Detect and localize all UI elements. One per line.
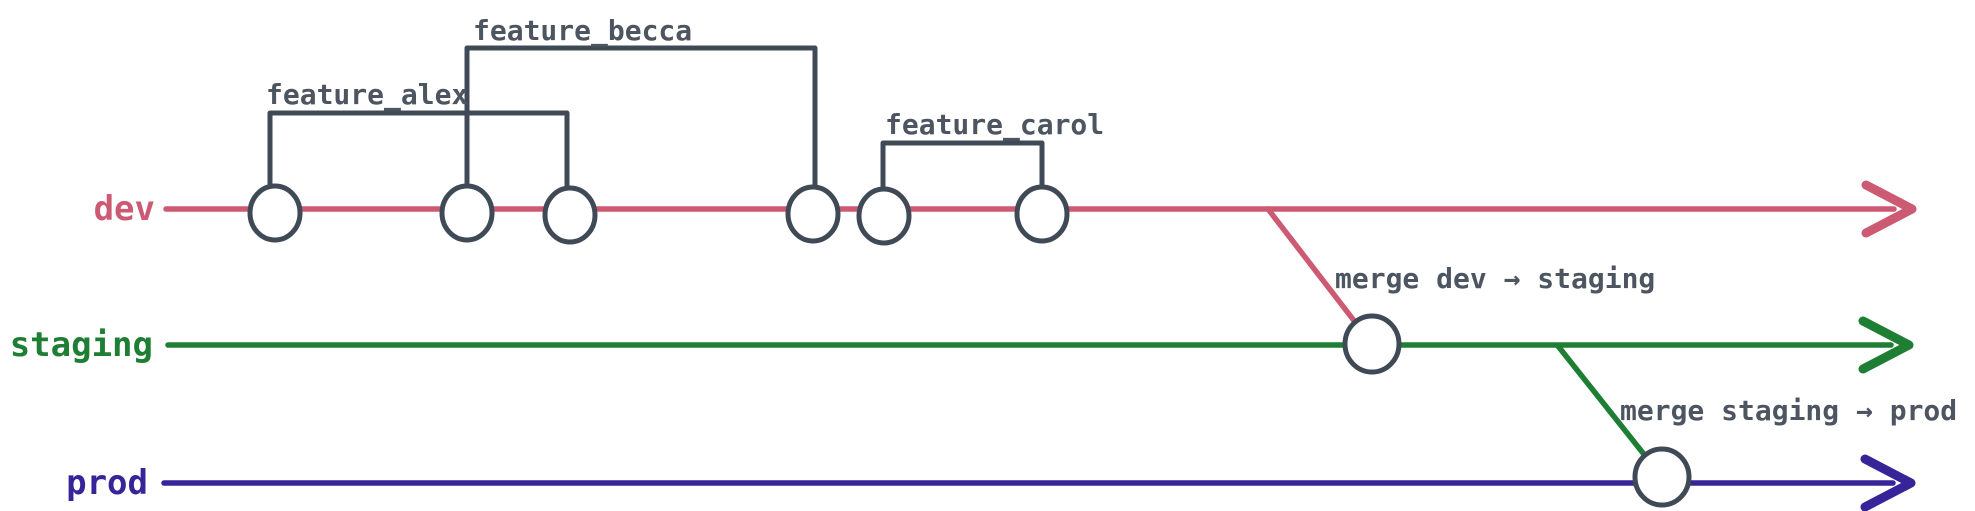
feature-branch-label-feature_becca: feature_becca <box>473 14 692 47</box>
prod-arrowhead-icon <box>1860 454 1916 511</box>
merge-commit-node-prod <box>1632 446 1692 508</box>
feature-branch-bracket-feature_becca <box>464 45 818 205</box>
commit-node-dev <box>1014 184 1070 244</box>
commit-node-dev <box>856 186 912 246</box>
merge-label-dev-to-staging: merge dev → staging <box>1335 262 1655 295</box>
feature-branch-label-feature_alex: feature_alex <box>266 78 468 111</box>
commit-node-dev <box>439 183 495 243</box>
feature-branch-bracket-feature_carol <box>880 140 1045 205</box>
prod-branch-label: prod <box>66 463 148 503</box>
feature-branch-label-feature_carol: feature_carol <box>885 108 1104 141</box>
commit-node-dev <box>785 184 841 244</box>
dev-branch-label: dev <box>94 189 155 229</box>
merge-label-staging-to-prod: merge staging → prod <box>1620 394 1957 427</box>
commit-node-dev <box>247 183 303 243</box>
staging-arrowhead-icon <box>1858 316 1914 374</box>
commit-node-dev <box>542 185 598 245</box>
feature-branch-bracket-feature_alex <box>267 110 570 205</box>
staging-branch-label: staging <box>10 325 153 365</box>
dev-arrowhead-icon <box>1861 180 1917 238</box>
merge-commit-node-staging <box>1342 313 1402 375</box>
